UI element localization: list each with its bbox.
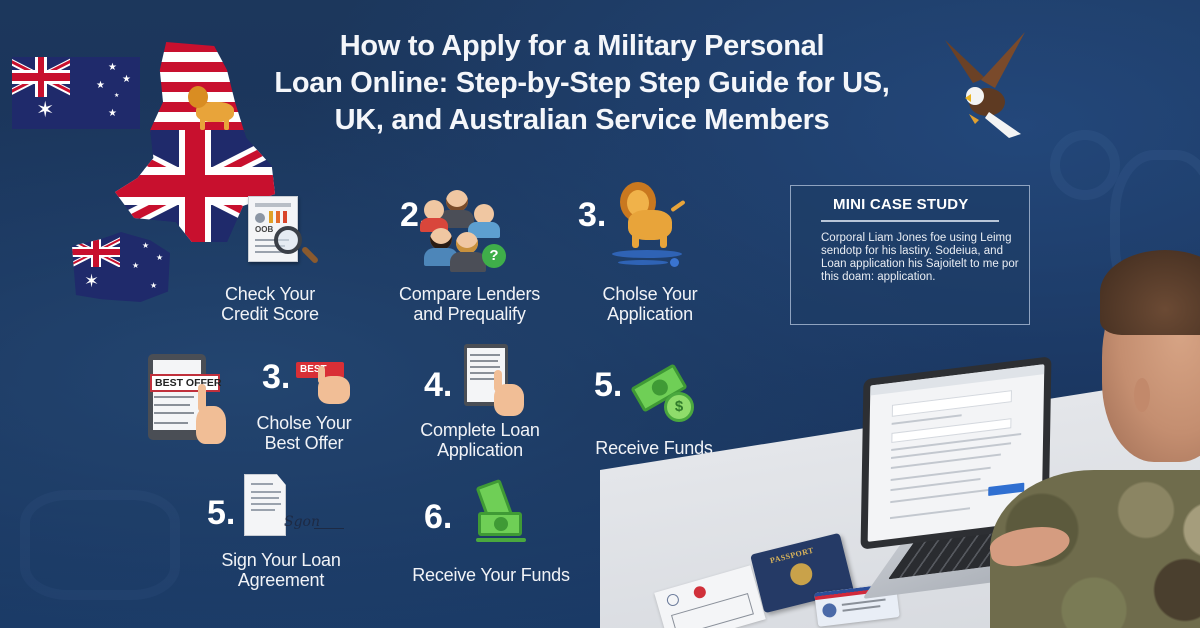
australian-flag-icon: ✶ ★ ★ ★ ★ ★	[12, 57, 140, 129]
tablet-best-offer-icon: BEST OFFER	[146, 354, 236, 446]
step-label: Sign Your Loan	[221, 550, 341, 570]
soldier-camouflage-uniform	[990, 470, 1200, 628]
doc-code-text: OOB	[255, 225, 274, 234]
mini-case-study-box: MINI CASE STUDY Corporal Liam Jones foе …	[790, 185, 1030, 325]
tablet-document-hand-icon	[464, 344, 534, 420]
step-label: Best Offer	[264, 433, 344, 453]
bald-eagle-icon	[945, 32, 1025, 138]
step-label: Agreement	[237, 570, 325, 590]
step-label: Receive Your Funds	[412, 565, 570, 585]
step-compare-lenders: Compare Lenders and Prequalify	[382, 284, 557, 324]
step-number: 4.	[424, 366, 453, 404]
step-label: Complete Loan	[420, 420, 540, 440]
money-deposit-icon	[475, 478, 532, 550]
soldier-hair	[1100, 250, 1200, 335]
step-label: Cholse Your	[602, 284, 698, 304]
background-ornament	[1050, 130, 1120, 200]
step-sign-loan-agreement: Sign Your Loan Agreement	[206, 550, 356, 590]
step-label: and Prequalify	[413, 304, 526, 324]
credit-report-magnifier-icon: OOB	[248, 196, 324, 276]
best-tag-text: BEST	[300, 364, 327, 375]
step-receive-your-funds: Receive Your Funds	[396, 565, 586, 585]
lion-emblem-icon	[182, 82, 244, 132]
case-study-divider	[821, 220, 999, 222]
page-title: How to Apply for a Military Personal Loa…	[262, 28, 902, 139]
step-number: 3.	[578, 196, 607, 234]
step-check-credit-score: Check Your Credit Score	[200, 284, 340, 324]
step-choose-application: Cholse Your Application	[580, 284, 720, 324]
title-line-2: Loan Online: Step-by-Step Step Guide for…	[274, 67, 890, 99]
step-choose-best-offer: Cholse Your Best Offer	[244, 413, 364, 453]
title-line-1: How to Apply for a Military Personal	[339, 30, 825, 62]
step-label: Application	[607, 304, 693, 324]
people-group-question-icon: ?	[420, 186, 514, 276]
case-study-body: Corporal Liam Jones foе using Leimg send…	[821, 232, 1019, 283]
step-receive-funds: Receive Funds	[584, 438, 724, 458]
signature-text: Sgon	[284, 514, 320, 530]
step-complete-loan-application: Complete Loan Application	[405, 420, 555, 460]
step-label: Cholse Your	[256, 413, 352, 433]
magnifier-icon	[274, 226, 302, 254]
soldier-ear	[1134, 378, 1150, 412]
pointing-hand-icon	[196, 406, 226, 444]
step-number: 5.	[207, 494, 236, 532]
money-coin-icon: $	[630, 362, 702, 424]
lion-icon	[612, 182, 690, 272]
step-label: Application	[437, 440, 523, 460]
signed-document-icon: Sgon	[244, 474, 354, 544]
step-number: 5.	[594, 366, 623, 404]
australia-map-flag-icon: ✶ ★ ★ ★ ★	[72, 232, 170, 302]
title-line-3: UK, and Australian Service Members	[334, 104, 830, 136]
step-label: Compare Lenders	[398, 284, 541, 304]
step-label: Check Your	[224, 284, 316, 304]
step-number: 3.	[262, 358, 291, 396]
case-study-title: MINI CASE STUDY	[833, 196, 969, 213]
question-badge-icon: ?	[482, 244, 506, 268]
best-offer-badge: BEST OFFER	[155, 377, 222, 389]
step-label: Credit Score	[221, 304, 319, 324]
step-label: Receive Funds	[595, 438, 713, 458]
background-ornament	[20, 490, 180, 600]
passport-label: PASSPORT	[769, 545, 815, 566]
best-tag-hand-icon: BEST	[296, 362, 360, 412]
step-number: 6.	[424, 498, 453, 536]
